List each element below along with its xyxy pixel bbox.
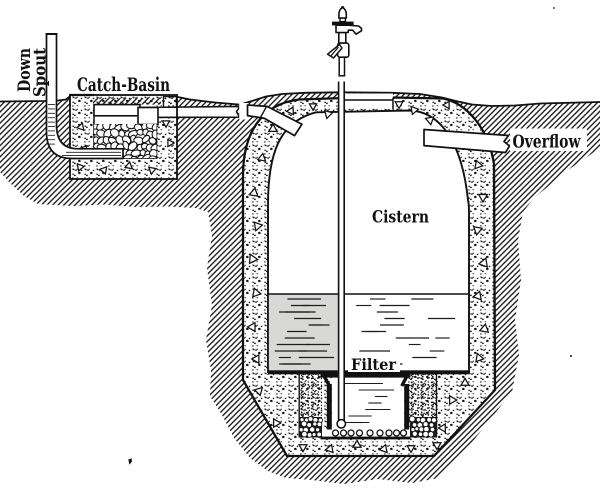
label-spout: Spout bbox=[31, 48, 51, 97]
inlet-pipe-bend bbox=[246, 104, 303, 137]
pump-stand-pipe bbox=[336, 81, 347, 429]
foot-valve bbox=[336, 418, 347, 429]
filter-assembly bbox=[298, 372, 438, 440]
cistern-aggregate-marks bbox=[246, 100, 490, 454]
cistern-water bbox=[268, 293, 469, 372]
down-spout-pipe bbox=[45, 33, 124, 160]
filter-gravel-right bbox=[408, 415, 437, 438]
label-overflow: Overflow bbox=[513, 132, 582, 152]
label-filter: Filter bbox=[351, 355, 397, 374]
pump-finial bbox=[338, 6, 348, 19]
label-cistern: Cistern bbox=[372, 208, 429, 227]
filter-gravel-left bbox=[298, 416, 323, 438]
filter-label-halo bbox=[348, 354, 400, 372]
engraving-specks bbox=[128, 7, 572, 465]
basin-cover-slab bbox=[93, 103, 141, 117]
manhole-neck bbox=[344, 93, 393, 109]
basin-aggregate-marks bbox=[75, 120, 176, 176]
hand-pump bbox=[326, 6, 363, 77]
label-catch-basin: Catch-Basin bbox=[77, 74, 170, 96]
overflow-pipe bbox=[423, 128, 511, 154]
label-down: Down bbox=[15, 48, 35, 92]
basin-outlet-inlet-bell bbox=[137, 106, 159, 126]
overflow-label-halo bbox=[510, 128, 587, 151]
pipe-break-gap bbox=[239, 103, 249, 120]
pump-spout bbox=[335, 24, 363, 35]
